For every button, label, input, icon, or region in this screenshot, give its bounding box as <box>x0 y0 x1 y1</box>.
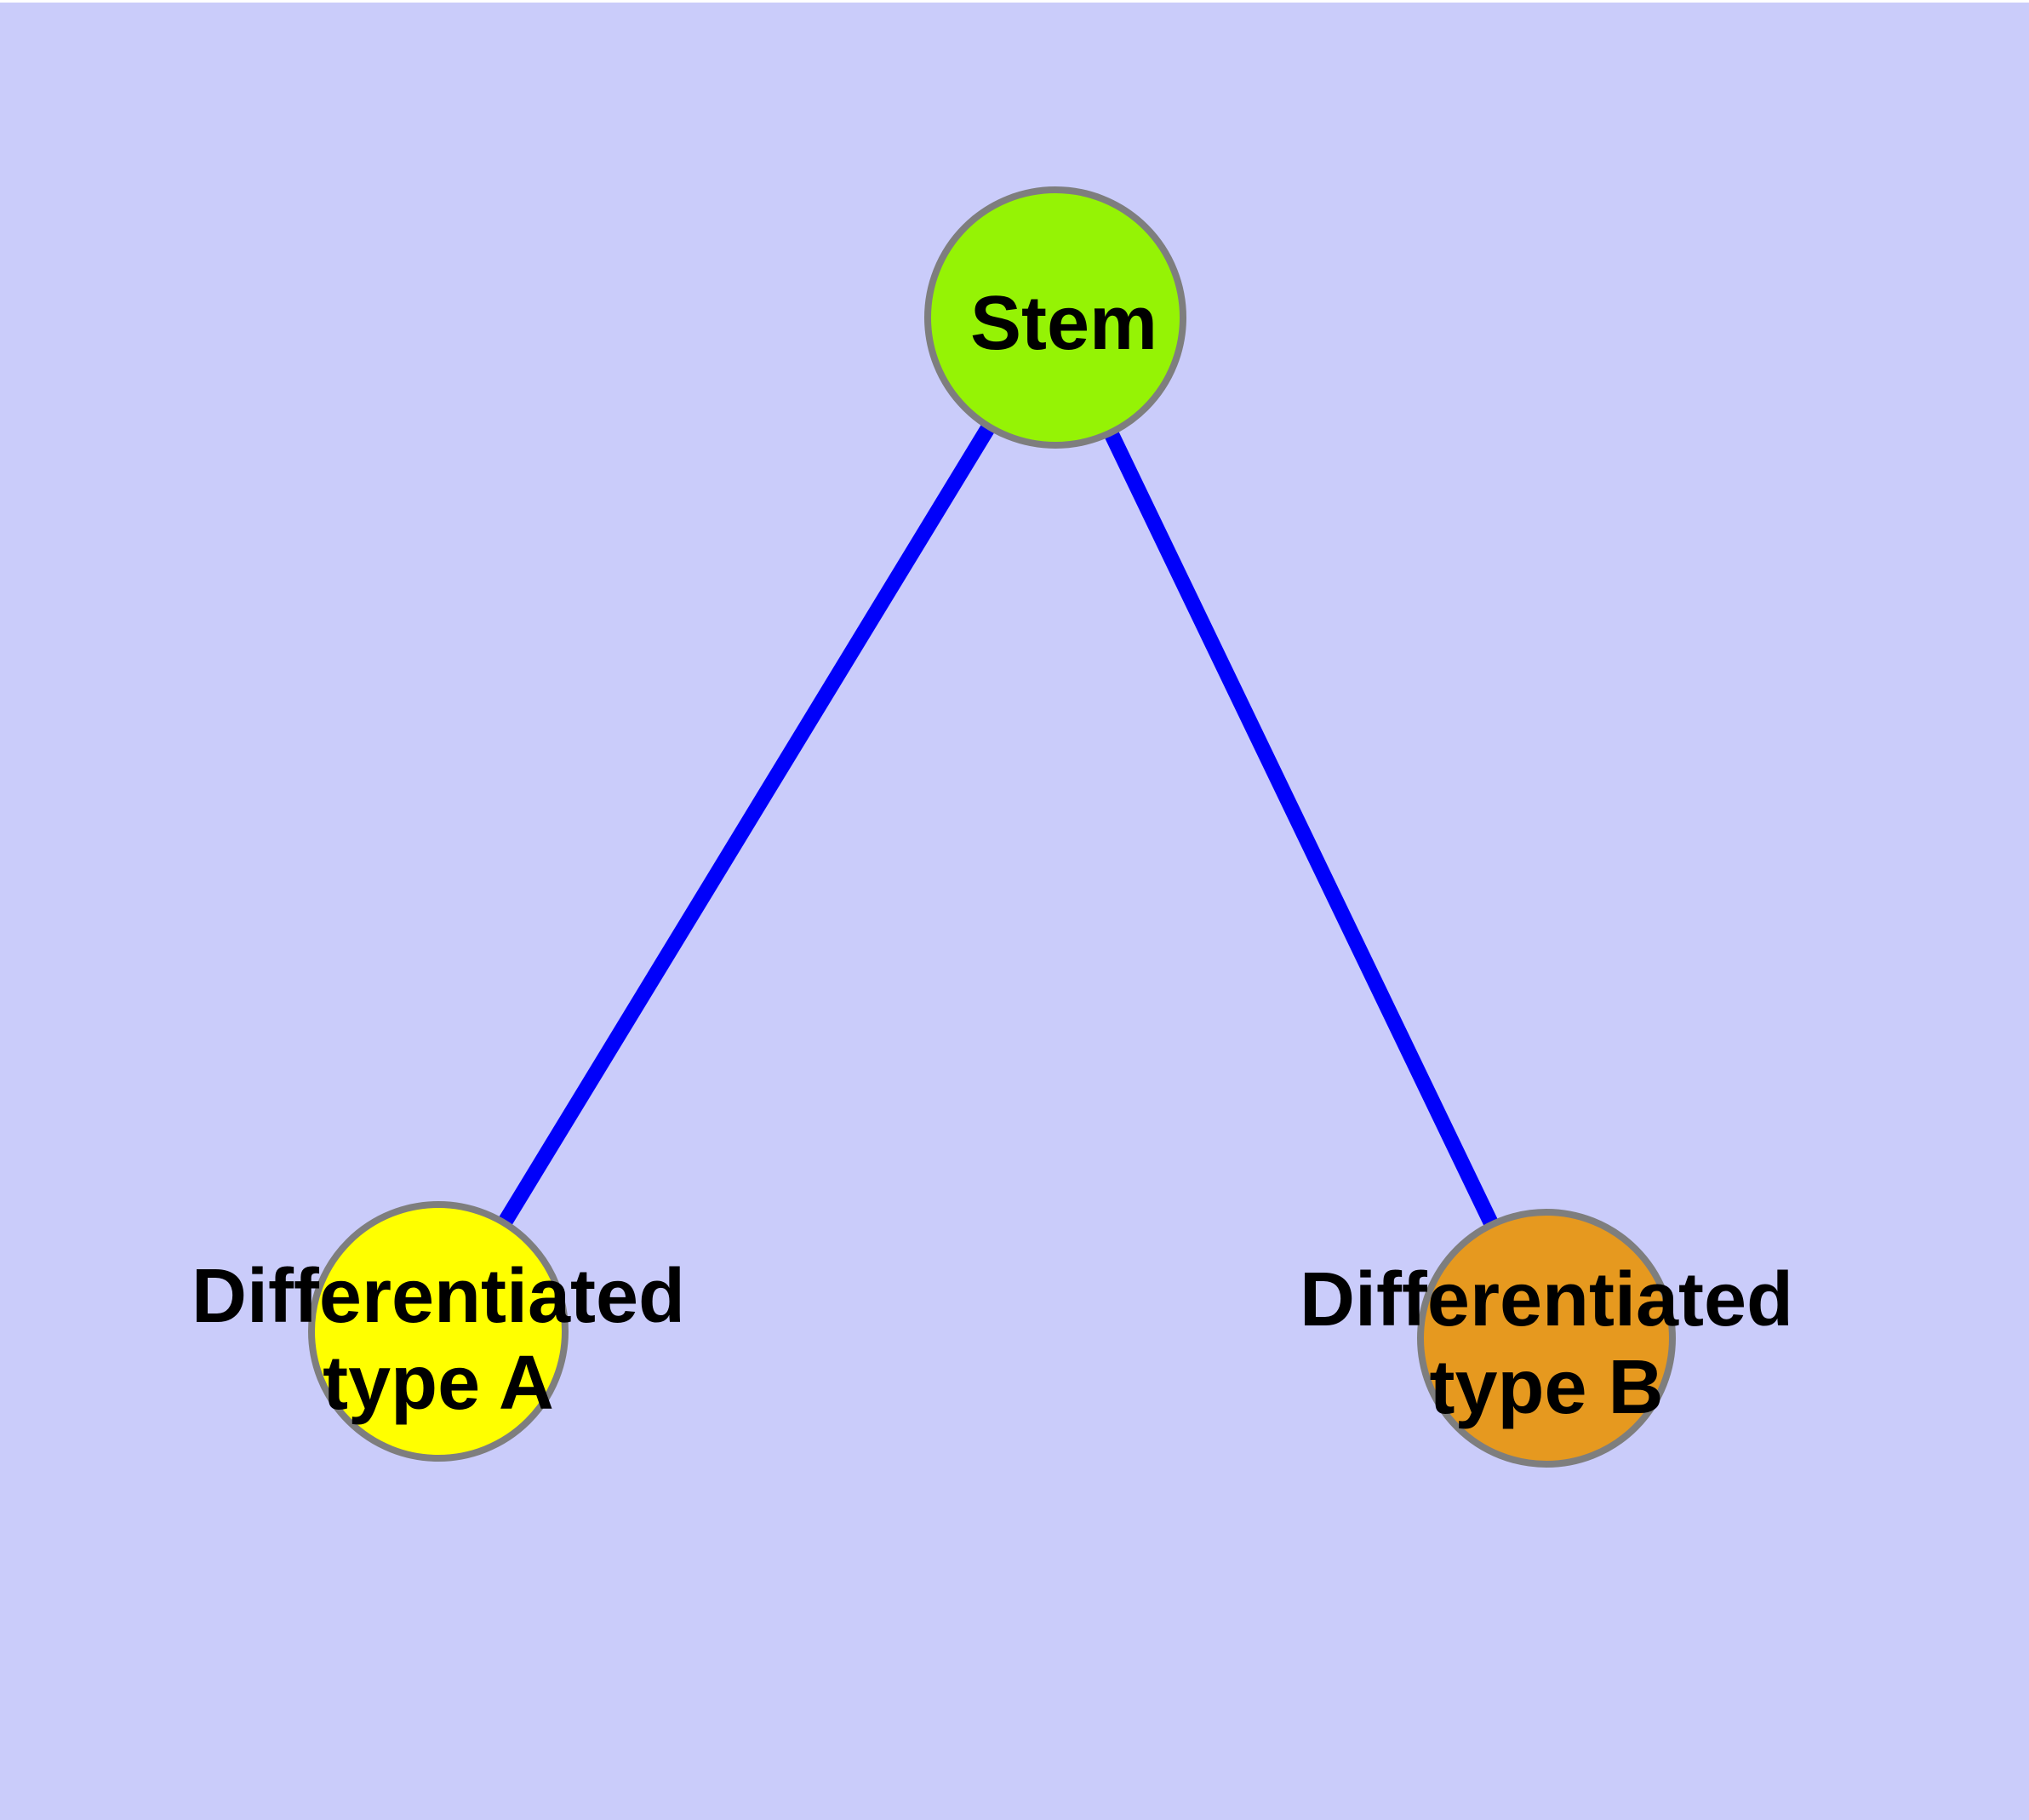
node-type-b-label-line1: Differentiated <box>1300 1257 1793 1342</box>
image-top-edge <box>0 0 2029 3</box>
node-stem-label: Stem <box>970 281 1157 366</box>
node-differentiated-type-b <box>1417 1209 1676 1468</box>
node-differentiated-type-a <box>308 1201 569 1462</box>
edge-stem-to-type-a <box>432 313 1062 1336</box>
node-stem <box>924 186 1186 449</box>
node-type-a-label-line1: Differentiated <box>191 1254 685 1339</box>
node-type-a-label-line2: type A <box>323 1341 554 1426</box>
node-type-b-label-line2: type B <box>1429 1345 1663 1430</box>
edge-stem-to-type-b <box>1048 314 1554 1342</box>
